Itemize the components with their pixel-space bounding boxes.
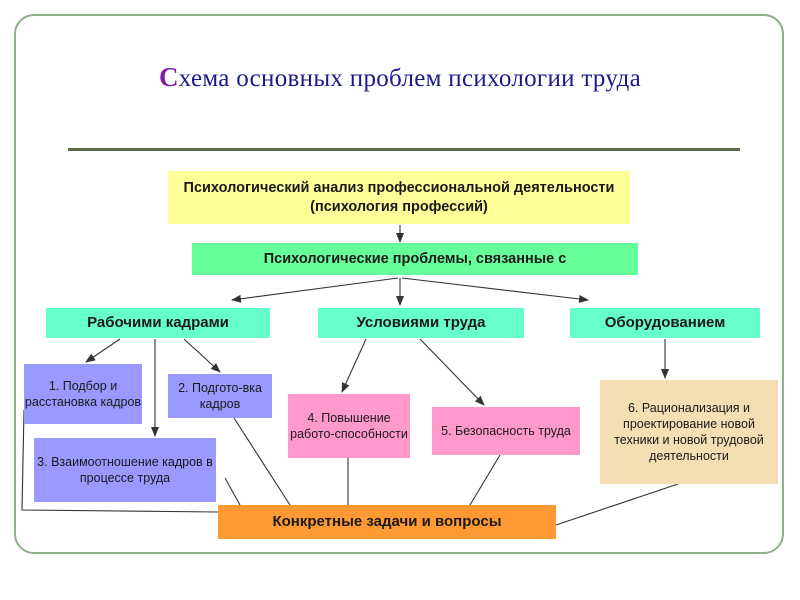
arrow-cat1-to-item2 (183, 338, 221, 373)
line-item6-to-bottom (555, 483, 679, 526)
box-item-relations: 3. Взаимоотношение кадров в процессе тру… (34, 438, 216, 502)
line-item3-to-bottom (224, 477, 241, 506)
arrow-cat2-to-item5 (419, 338, 485, 406)
title-first-letter: С (158, 62, 179, 92)
arrow-sub-to-cat3 (401, 277, 589, 303)
arrow-sub-to-cat1 (231, 277, 399, 303)
box-category-conditions: Условиями труда (318, 308, 524, 338)
box-category-workers: Рабочими кадрами (46, 308, 270, 338)
line-item5-to-bottom (469, 454, 501, 506)
arrow-cat1-to-item1 (85, 338, 121, 363)
box-item-selection: 1. Подбор и расстановка кадров (24, 364, 142, 424)
title-rest: хема основных проблем психологии труда (178, 65, 642, 92)
box-psych-problems: Психологические проблемы, связанные с (192, 243, 638, 275)
title-underline (68, 148, 740, 151)
box-item-rationalization: 6. Рационализация и проектирование новой… (600, 380, 778, 484)
box-category-equipment: Оборудованием (570, 308, 760, 338)
box-item-training: 2. Подгото-вка кадров (168, 374, 272, 418)
line-item2-to-bottom (233, 417, 291, 506)
slide-title: Схема основных проблем психологии труда (0, 62, 800, 93)
arrow-cat2-to-item4 (341, 338, 367, 393)
box-psych-analysis: Психологический анализ профессиональной … (168, 171, 630, 224)
box-item-workability: 4. Повышение работо-способности (288, 394, 410, 458)
line-item1-to-bottom (21, 409, 219, 513)
box-concrete-tasks: Конкретные задачи и вопросы (218, 505, 556, 539)
box-item-safety: 5. Безопасность труда (432, 407, 580, 455)
